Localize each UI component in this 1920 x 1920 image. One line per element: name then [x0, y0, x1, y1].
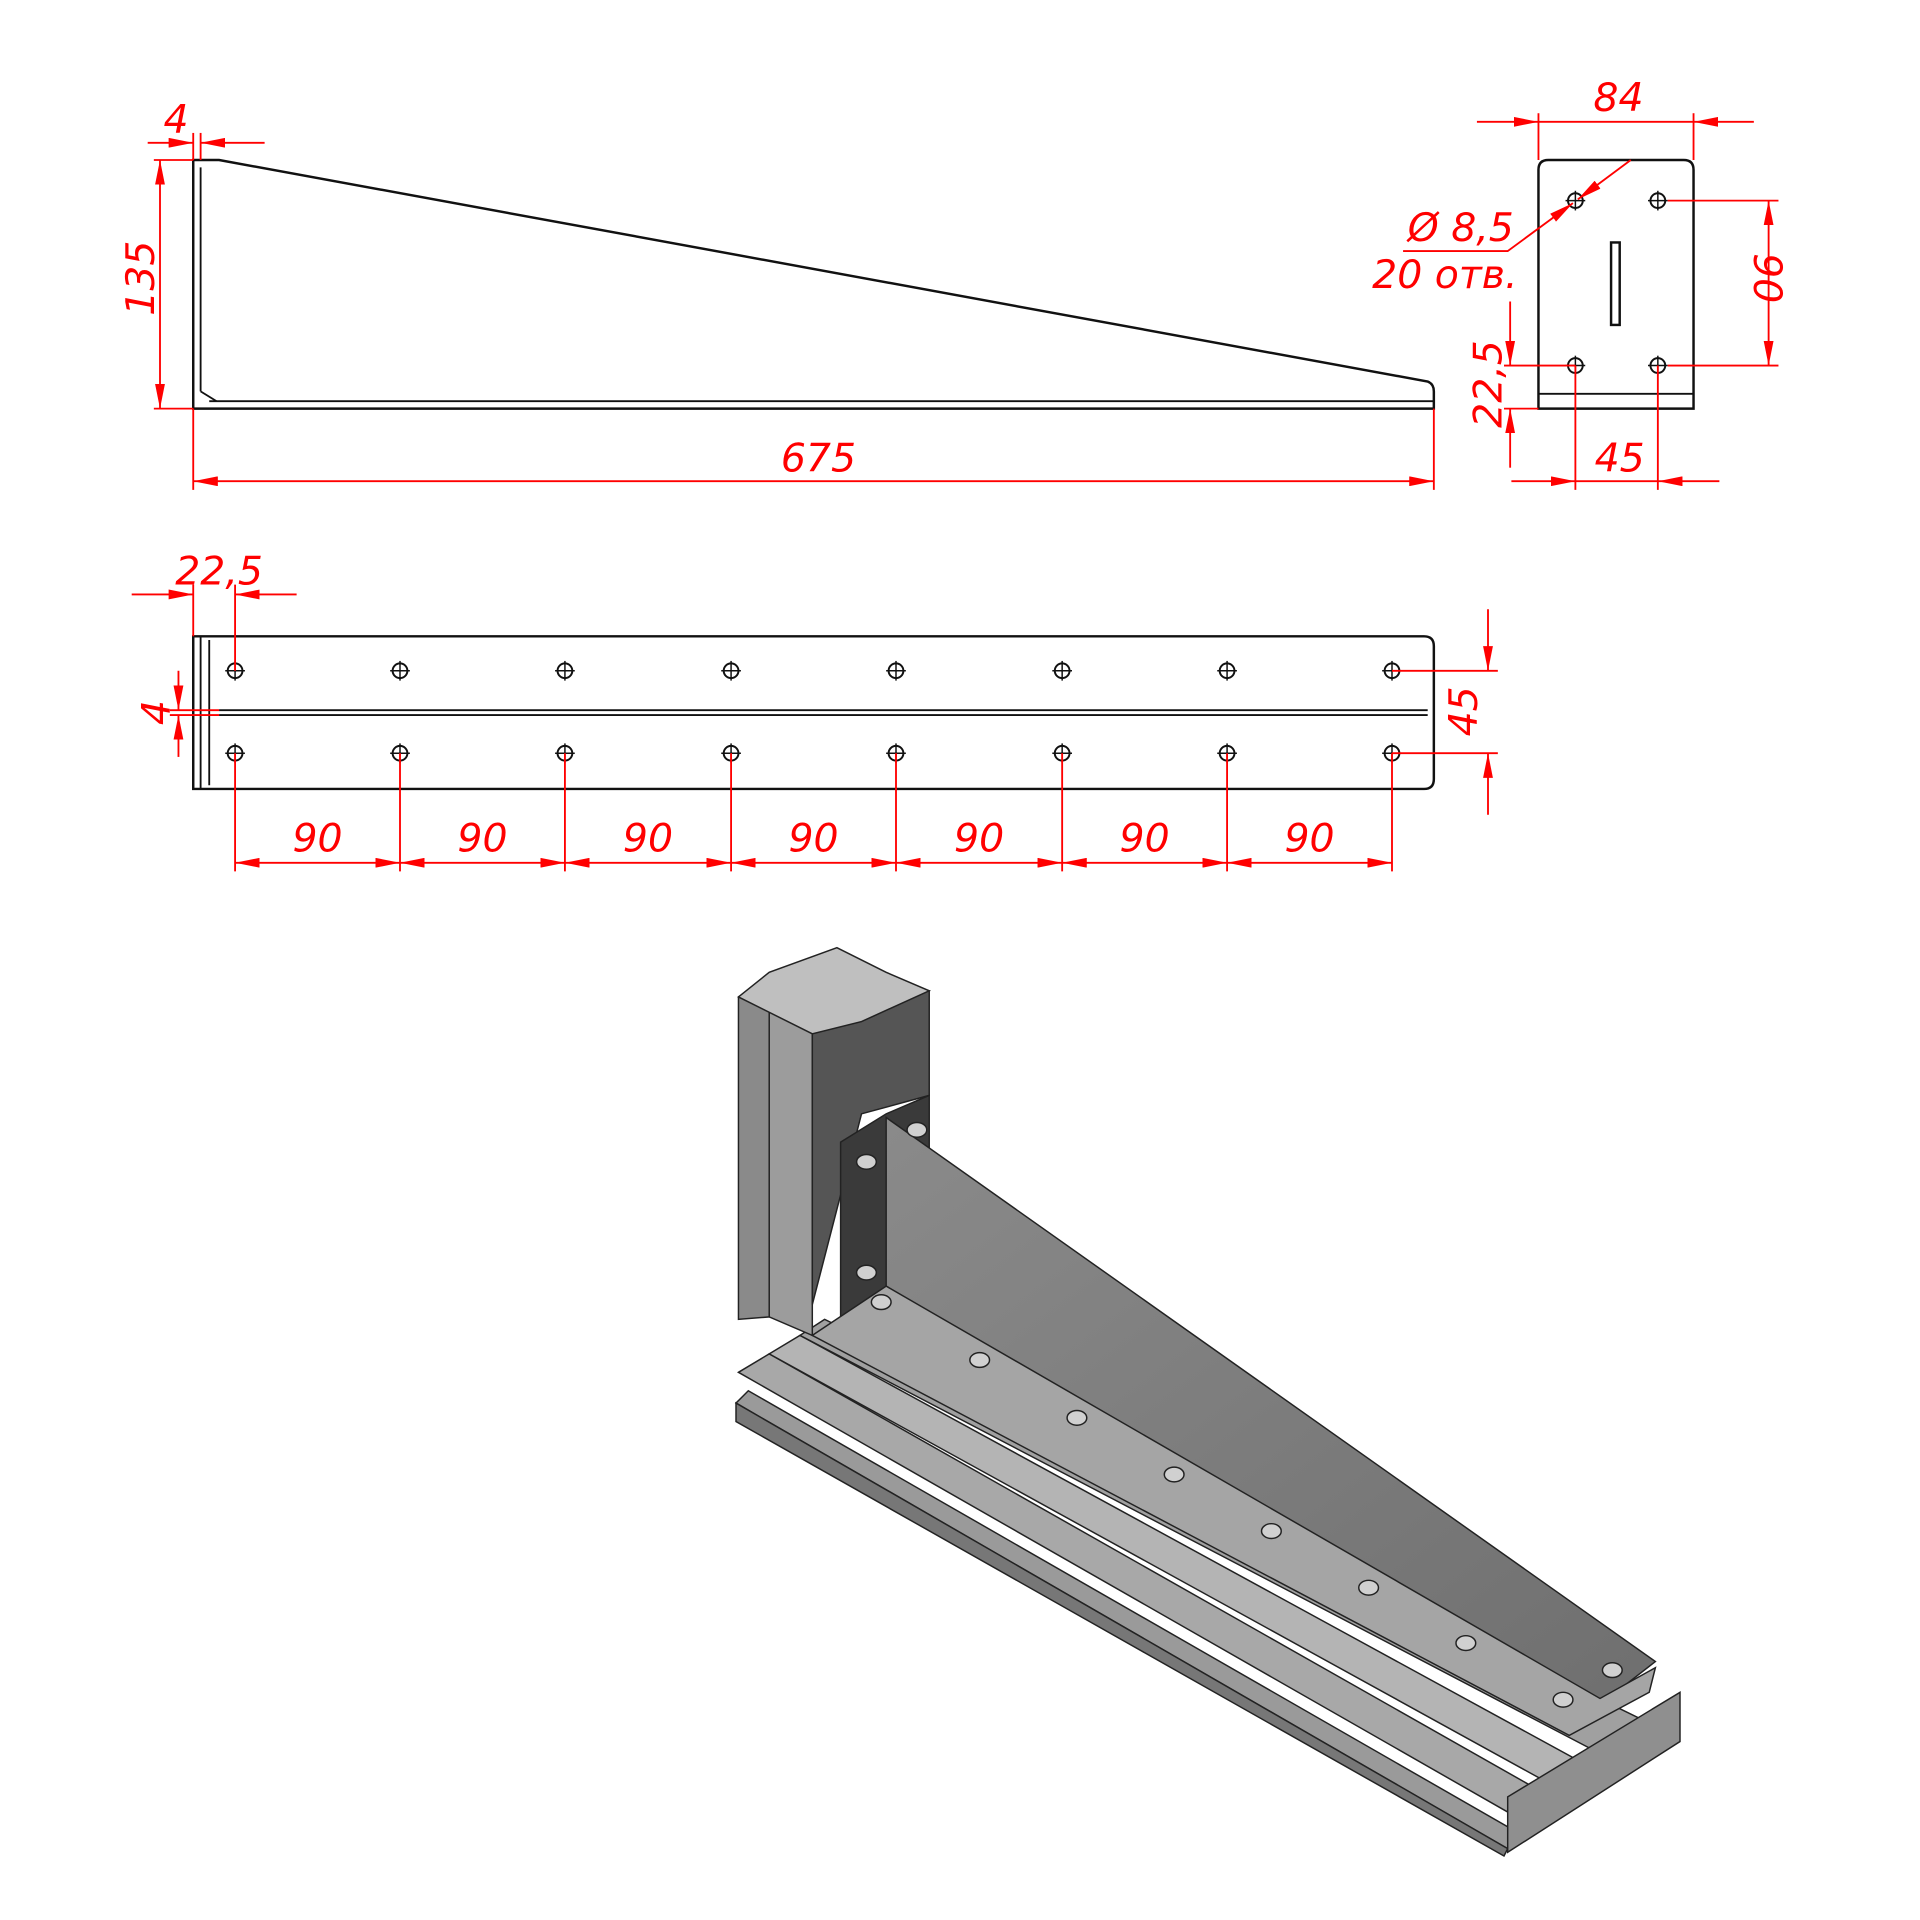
hole	[555, 660, 575, 681]
bolt-head-icon	[1163, 1466, 1185, 1483]
dim-edge-offset-label: 22,5	[1466, 340, 1512, 428]
bolt-head-icon	[969, 1351, 991, 1369]
bolt-head-icon	[1066, 1409, 1088, 1426]
hole-count-label: 20 отв.	[1372, 252, 1517, 298]
dim-hole-spacing-v-label: 90	[1744, 253, 1790, 303]
hole	[886, 660, 906, 681]
dim-edge-offset-label: 22,5	[175, 549, 263, 595]
bolt-head-icon	[855, 1153, 878, 1170]
dim-width-label: 45	[1441, 686, 1487, 736]
dim-pitch-label: 90	[954, 816, 1004, 862]
hole-diameter-label: Ø 8,5	[1406, 205, 1514, 251]
bolt-head-icon	[855, 1264, 878, 1281]
bolt-head-icon	[1601, 1662, 1623, 1679]
isometric-view	[734, 946, 1681, 1858]
profile-vertical	[737, 977, 770, 1321]
bracket-base-plate	[810, 1285, 1657, 1737]
bracket-side-outline	[192, 158, 1436, 410]
bolt-head-icon	[1552, 1691, 1574, 1708]
slot	[1609, 241, 1621, 327]
hole	[1217, 660, 1237, 681]
bolt-head-icon	[906, 1121, 928, 1138]
dim-pitch-label: 90	[623, 816, 673, 862]
dim-pitch-label: 90	[457, 816, 507, 862]
dim-thickness-label: 4	[134, 700, 180, 725]
dim-pitch-label: 90	[1284, 816, 1334, 862]
hole	[721, 660, 741, 681]
bracket-top-outline	[192, 635, 1436, 791]
fillet-line	[200, 390, 218, 403]
dim-pitch-label: 90	[1120, 816, 1170, 862]
hole	[390, 660, 410, 681]
side-view: 135 4 675	[118, 97, 1436, 490]
hole	[1648, 190, 1668, 211]
dim-pitch-label: 90	[788, 816, 838, 862]
bolt-head-icon	[870, 1294, 892, 1311]
dim-pitch-label: 90	[292, 816, 342, 862]
dim-hole-spacing-h-label: 45	[1595, 435, 1645, 481]
bolt-head-icon	[1260, 1522, 1282, 1540]
end-view: 84 Ø 8,5 20 отв. 90 22,5 45	[1372, 75, 1790, 490]
top-view: 22,5 4 45 90 90 90 90 90 90 90	[131, 549, 1498, 872]
dim-thickness-label: 4	[163, 97, 188, 143]
dim-width-label: 84	[1593, 75, 1643, 121]
bolt-head-icon	[1455, 1634, 1477, 1652]
dim-height-label: 135	[118, 241, 164, 316]
hole	[1052, 660, 1072, 681]
dim-length-label: 675	[781, 435, 856, 481]
bolt-head-icon	[1358, 1579, 1380, 1596]
